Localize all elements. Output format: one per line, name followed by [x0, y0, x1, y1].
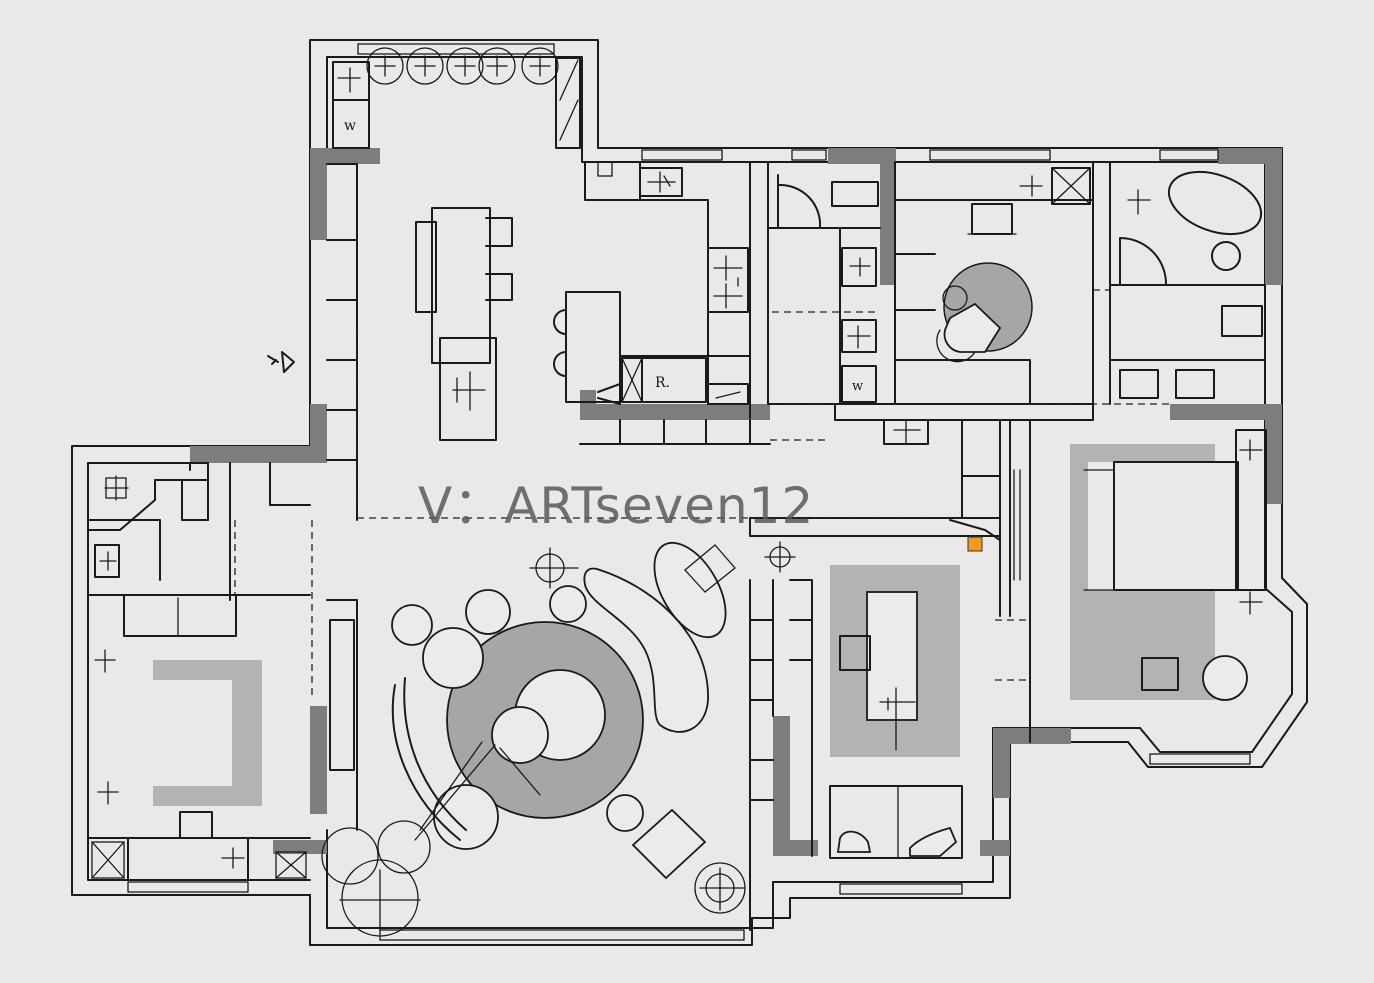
- right-bedroom: [883, 419, 1267, 701]
- kitchen: w R.: [332, 47, 749, 441]
- left-bedroom: [87, 462, 307, 879]
- interior-walls: [87, 161, 1266, 931]
- wall-solids: [190, 148, 1282, 856]
- dashed-lines: [234, 289, 1170, 700]
- rugs: [153, 262, 1215, 819]
- bathrooms: w: [777, 167, 1263, 403]
- toilet-mark-1: w: [344, 118, 356, 134]
- windows: [127, 43, 1251, 941]
- fridge-mark: R.: [655, 375, 670, 391]
- living-room: [321, 541, 746, 937]
- north-arrow-icon: [267, 351, 295, 373]
- study: [764, 469, 1021, 859]
- toilet-mark-2: w: [852, 379, 863, 394]
- watermark: V：ARTseven12: [418, 477, 815, 535]
